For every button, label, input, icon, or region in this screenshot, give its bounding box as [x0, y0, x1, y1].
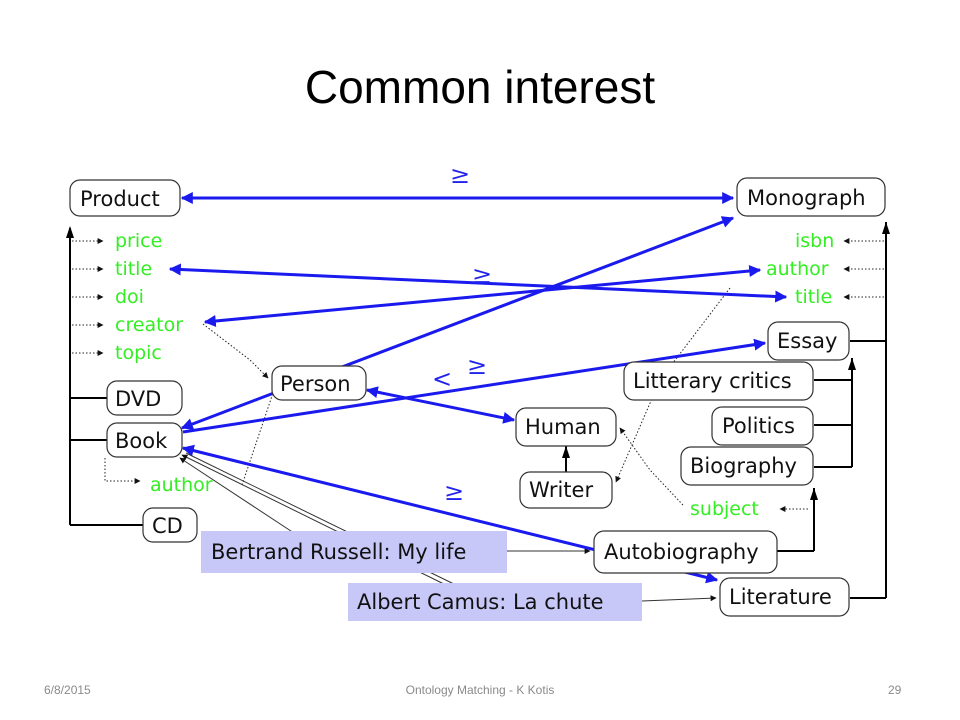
- left-properties: price title doi creator topic author: [115, 230, 213, 496]
- node-human: Human: [515, 407, 617, 447]
- node-book: Book: [106, 422, 183, 458]
- instance-russell: Bertrand Russell: My life: [201, 531, 507, 573]
- prop-book-author: author: [150, 474, 213, 496]
- right-properties: isbn author title subject: [690, 230, 834, 520]
- prop-subject: subject: [690, 498, 759, 520]
- prop-isbn: isbn: [795, 230, 834, 252]
- svg-text:Literature: Literature: [729, 585, 832, 609]
- svg-text:DVD: DVD: [115, 387, 161, 411]
- svg-text:Albert Camus: La chute: Albert Camus: La chute: [357, 590, 604, 614]
- svg-text:CD: CD: [152, 514, 183, 538]
- svg-text:Essay: Essay: [777, 329, 837, 353]
- svg-text:Bertrand Russell: My life: Bertrand Russell: My life: [211, 540, 466, 564]
- node-product: Product: [69, 179, 181, 217]
- node-dvd: DVD: [106, 380, 183, 416]
- prop-title: title: [115, 258, 152, 280]
- node-person: Person: [271, 365, 367, 401]
- footer-center: Ontology Matching - K Kotis: [405, 683, 555, 697]
- svg-text:Litterary critics: Litterary critics: [633, 369, 792, 393]
- node-essay: Essay: [767, 321, 850, 361]
- node-literature: Literature: [719, 577, 850, 617]
- relation-labels: ≥ ≥ < ≥ ≥: [432, 161, 492, 506]
- instance-camus: Albert Camus: La chute: [348, 583, 642, 621]
- rel-geq-literature: ≥: [444, 478, 464, 506]
- svg-text:Human: Human: [525, 415, 601, 439]
- rel-geq-title: ≥: [472, 261, 492, 289]
- svg-text:Product: Product: [80, 187, 160, 211]
- node-autobiography: Autobiography: [593, 530, 778, 574]
- prop-topic: topic: [115, 342, 162, 364]
- rel-lt-person: <: [432, 365, 452, 393]
- svg-text:Writer: Writer: [529, 478, 593, 502]
- svg-text:Person: Person: [280, 372, 351, 396]
- node-writer: Writer: [519, 471, 613, 509]
- svg-text:Book: Book: [115, 429, 168, 453]
- prop-right-title: title: [795, 286, 832, 308]
- footer-date: 6/8/2015: [44, 683, 91, 697]
- svg-text:Biography: Biography: [690, 454, 797, 478]
- rel-geq-product: ≥: [450, 161, 470, 189]
- prop-doi: doi: [115, 286, 144, 308]
- prop-price: price: [115, 230, 162, 252]
- instance-links: [179, 452, 717, 602]
- svg-text:Politics: Politics: [722, 414, 795, 438]
- node-biography: Biography: [680, 446, 814, 486]
- prop-creator: creator: [115, 314, 183, 336]
- prop-author: author: [766, 258, 829, 280]
- slide-title: Common interest: [304, 61, 656, 113]
- svg-text:Monograph: Monograph: [747, 186, 866, 210]
- footer-page-number: 29: [888, 683, 902, 697]
- svg-text:Autobiography: Autobiography: [604, 540, 759, 564]
- rel-geq-essay: ≥: [467, 352, 487, 380]
- node-monograph: Monograph: [736, 177, 886, 217]
- node-litterary-critics: Litterary critics: [623, 361, 814, 401]
- node-politics: Politics: [711, 406, 814, 446]
- node-cd: CD: [142, 507, 198, 543]
